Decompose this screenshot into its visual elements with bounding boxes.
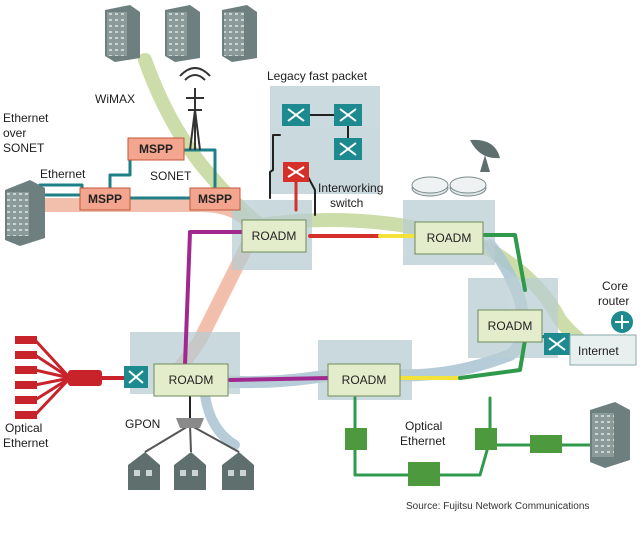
- optical-ethernet-connectors: [15, 336, 102, 419]
- line-green-right: [483, 233, 527, 292]
- green-node: [345, 428, 367, 450]
- house-icon: [174, 452, 206, 490]
- aggregation-switch-icon: [124, 366, 148, 388]
- label-legacy-fast-packet: Legacy fast packet: [267, 69, 368, 83]
- building-right: [590, 402, 630, 468]
- label-interworking-line2: switch: [330, 196, 363, 210]
- buildings-top: [105, 5, 257, 62]
- line-teal-sonet: [108, 148, 217, 197]
- internet-switch: [544, 333, 637, 366]
- label-optical-right-line1: Optical: [405, 419, 442, 433]
- fiber-band-blue-down: [200, 390, 240, 450]
- label-eos-line2: over: [3, 126, 26, 140]
- gpon-splitter-icon: [176, 418, 204, 428]
- mspp-left-label: MSPP: [88, 192, 122, 206]
- core-router-icon: [611, 311, 633, 333]
- green-node: [408, 462, 440, 486]
- line-black-interworking: [269, 134, 281, 199]
- line-black-interworking2: [306, 174, 316, 216]
- label-eos-line1: Ethernet: [3, 111, 49, 125]
- storage-disk-icons: [411, 176, 487, 197]
- label-core-line2: router: [598, 294, 629, 308]
- switch-icon: [334, 138, 362, 160]
- roadm-bottom-center-label: ROADM: [342, 373, 387, 387]
- building-icon: [105, 5, 140, 62]
- roadm-top-right-label: ROADM: [427, 231, 472, 245]
- house-icon: [128, 452, 160, 490]
- mspp-right: MSPP: [189, 187, 241, 211]
- label-optical-right-line2: Ethernet: [400, 434, 446, 448]
- label-gpon: GPON: [125, 417, 160, 431]
- switch-icon: [282, 104, 310, 126]
- line-green-bottom: [458, 338, 527, 380]
- label-optical-left-line2: Ethernet: [3, 436, 49, 450]
- satellite-dish-icon: [470, 139, 500, 172]
- mspp-top: MSPP: [127, 137, 185, 161]
- roadm-right: ROADM: [477, 309, 543, 343]
- roadm-right-label: ROADM: [488, 319, 533, 333]
- roadm-center: ROADM: [241, 219, 307, 253]
- roadm-bottom-left: ROADM: [153, 363, 229, 397]
- label-core-line1: Core: [602, 279, 628, 293]
- label-interworking-line1: Interworking: [318, 181, 383, 195]
- label-internet: Internet: [578, 344, 619, 358]
- mspp-right-label: MSPP: [198, 192, 232, 206]
- building-left: [5, 180, 45, 246]
- mspp-left: MSPP: [79, 187, 131, 211]
- label-wimax: WiMAX: [95, 92, 135, 106]
- wimax-tower-icon: [179, 67, 211, 151]
- optical-ethernet-nodes: [345, 428, 562, 486]
- roadm-center-label: ROADM: [252, 229, 297, 243]
- green-node: [475, 428, 497, 450]
- houses: [128, 418, 254, 490]
- building-icon: [165, 5, 200, 62]
- label-sonet: SONET: [150, 169, 192, 183]
- source-credit: Source: Fujitsu Network Communications: [406, 501, 589, 512]
- line-purple-bottom: [228, 376, 332, 382]
- house-icon: [222, 452, 254, 490]
- roadm-bottom-center: ROADM: [327, 363, 401, 397]
- optical-ethernet-fan: [33, 338, 72, 417]
- green-node: [530, 435, 562, 453]
- label-ethernet: Ethernet: [40, 167, 86, 181]
- roadm-top-right: ROADM: [414, 221, 484, 255]
- legacy-switches: [282, 104, 362, 182]
- gpon-drop-lines: [144, 424, 240, 453]
- switch-icon: [334, 104, 362, 126]
- roadm-bottom-left-label: ROADM: [169, 373, 214, 387]
- label-optical-left-line1: Optical: [5, 421, 42, 435]
- building-icon: [222, 5, 257, 62]
- label-eos-line3: SONET: [3, 141, 45, 155]
- mspp-top-label: MSPP: [139, 142, 173, 156]
- interworking-switch-icon: [283, 162, 309, 182]
